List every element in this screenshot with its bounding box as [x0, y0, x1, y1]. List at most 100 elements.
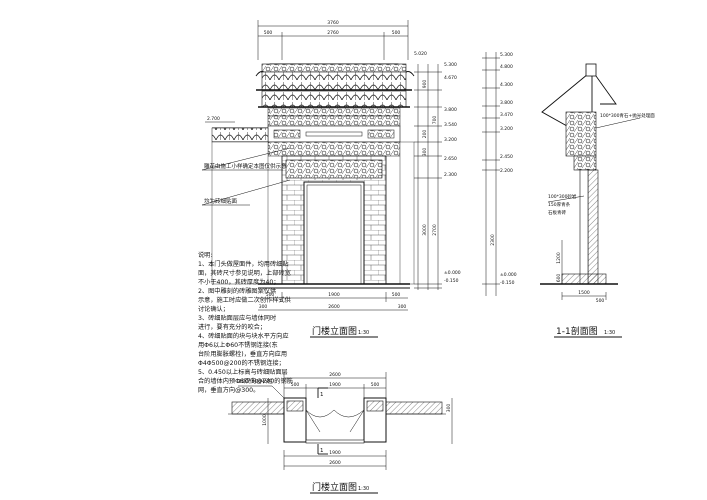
elevation-right-dimensions: 5.300 4.670 3.800 3.540 3.200 2.650 2.30… — [414, 62, 461, 290]
plan-cut-markers: 1 1 — [317, 387, 328, 455]
elevation-bottom-dimensions: 500 1900 500 2600 300 300 — [258, 292, 408, 311]
elev-level-3: 3.800 — [444, 107, 457, 113]
elev-dim-r6: 2700 — [432, 224, 438, 236]
elev-level-4: 3.540 — [444, 122, 457, 128]
elev-dim-right: 500 — [392, 30, 401, 36]
section-drawing: 5.300 4.800 4.300 3.800 3.470 3.200 2.45… — [482, 52, 655, 338]
notes-block: 说明: 1、本门头做屋面件，均用砖细贴 面，其砖尺寸参见说明，上部砖宽 不小于4… — [198, 251, 293, 394]
section-wall — [540, 63, 618, 285]
plan-top-2: 500 — [291, 382, 300, 388]
elev-dim-r1: 3000 — [422, 224, 428, 236]
elev-dim-left: 500 — [264, 30, 273, 36]
plan-side-1: 1000 — [262, 414, 268, 426]
section-callout-beam: 100*300青石+抛光处理面 — [600, 112, 655, 119]
plan-bottom-2: 2600 — [329, 460, 341, 466]
elev-tick-marks — [414, 71, 442, 289]
elev-dim-r5: 700 — [432, 116, 438, 125]
elevation-title: 门楼立面图 — [312, 325, 357, 337]
sect-level-8: 2.200 — [500, 168, 513, 174]
elev-level-7: 2.300 — [444, 172, 457, 178]
sect-level-2: 4.800 — [500, 64, 513, 70]
section-callout-1: 100*300砂岩 — [548, 193, 577, 200]
plan-bottom-dimensions: 1900 2600 — [283, 450, 387, 470]
callout-brick-facing: 均为砖细贴面 — [204, 197, 238, 205]
section-callout-2: 150厚青条 — [548, 201, 571, 208]
elevation-scale: 1:30 — [358, 330, 369, 336]
elev-left-level: 2.700 — [207, 116, 220, 122]
plan-column-label: 200*300石柱 — [238, 377, 273, 385]
notes-line-4: 2、图中雕刻的砖雕图案仅供 — [198, 287, 276, 295]
notes-line-13: 5、0.450以上标高与砖细贴面层 — [198, 368, 288, 376]
elev-b6: 300 — [398, 304, 407, 310]
sect-bottom-1: 1500 — [578, 290, 590, 296]
sect-level-7: 2.450 — [500, 154, 513, 160]
elev-dim-overall: 3760 — [327, 20, 339, 26]
sect-level-5: 3.470 — [500, 112, 513, 118]
elev-level-5: 3.200 — [444, 137, 457, 143]
plan-top-3: 1900 — [329, 382, 341, 388]
sect-level-4: 3.800 — [500, 100, 513, 106]
sect-side-2: 600 — [556, 274, 562, 283]
plan-scale: 1:30 — [358, 486, 369, 492]
plan-title: 门楼立面图 — [312, 481, 357, 493]
notes-line-2: 面，其砖尺寸参见说明，上部砖宽 — [198, 269, 291, 277]
section-tick-marks — [482, 57, 500, 285]
elevation-drawing: 3760 2760 500 500 5.020 — [201, 20, 461, 338]
elev-dim-r2: 900 — [422, 80, 428, 89]
sect-level-9: ±0.000 — [500, 272, 517, 278]
sect-level-1: 5.300 — [500, 52, 513, 58]
notes-line-14: 合的墙体内预Φ6双向@200的钢筋 — [198, 377, 293, 385]
elevation-side-wall-roof: 2.700 — [205, 116, 415, 285]
notes-heading: 说明: — [198, 251, 212, 259]
elevation-title-block: 门楼立面图 1:30 — [310, 325, 378, 338]
sect-level-6: 3.200 — [500, 126, 513, 132]
elev-level-1: 5.300 — [444, 62, 457, 68]
elev-dim-r4: 300 — [422, 148, 428, 157]
notes-line-8: 进行，要有充分的咬合； — [198, 323, 266, 331]
plan-side-2: 300 — [446, 404, 452, 413]
elev-level-8: ±0.000 — [444, 270, 461, 276]
elev-b5: 300 — [259, 304, 268, 310]
callout-carving: 雕花由施工小样确定本图仅供示意 — [204, 162, 287, 170]
elev-level-6: 2.650 — [444, 156, 457, 162]
elev-b3: 500 — [392, 292, 401, 298]
plan-title-block: 门楼立面图 1:30 — [310, 481, 378, 494]
section-scale: 1:30 — [604, 330, 615, 336]
elevation-roof — [255, 63, 415, 157]
notes-line-6: 讨论确认； — [198, 305, 229, 313]
notes-line-9: 4、砖细贴面的块与块水平方向应 — [198, 332, 289, 340]
section-side-dimensions: 1200 600 2300 — [490, 234, 563, 284]
plan-drawing: 2600 500 1900 500 200*300石柱 1 — [228, 372, 453, 494]
notes-line-10: 用Φ6以上Φ60不锈钢连接(东 — [198, 341, 278, 349]
sect-level-3: 4.300 — [500, 82, 513, 88]
plan-walls — [228, 397, 446, 444]
elev-b2: 1900 — [328, 292, 340, 298]
elev-dim-r3: 200 — [422, 130, 428, 139]
notes-line-3: 不小于400，其砖厚度为40； — [198, 278, 280, 286]
elevation-gate-body — [258, 155, 410, 289]
section-title: 1-1剖面图 — [556, 325, 598, 337]
notes-line-7: 3、砖细贴面层应与墙体同时 — [198, 314, 276, 322]
sect-level-10: -0.150 — [500, 280, 515, 286]
elev-level-9: -0.150 — [444, 278, 459, 284]
elev-top-level: 5.020 — [414, 51, 427, 57]
section-title-block: 1-1剖面图 1:30 — [554, 325, 622, 338]
notes-line-12: Φ4Φ500@200的不锈钢连接； — [198, 359, 285, 367]
elev-level-2: 4.670 — [444, 75, 457, 81]
elevation-callouts: 雕花由施工小样确定本图仅供示意 均为砖细贴面 — [201, 147, 291, 206]
plan-top-1: 2600 — [329, 372, 341, 378]
section-callout-3: 石板青砖 — [548, 209, 566, 216]
elevation-top-dimensions: 3760 2760 500 500 5.020 — [257, 20, 427, 60]
elev-b4: 2600 — [328, 304, 340, 310]
plan-top-4: 500 — [371, 382, 380, 388]
notes-line-1: 1、本门头做屋面件，均用砖细贴 — [198, 260, 289, 268]
sect-side-1: 1200 — [556, 252, 562, 264]
plan-cut-mark-top: 1 — [320, 392, 324, 398]
sect-bottom-2: 500 — [596, 298, 605, 304]
plan-cut-mark-bottom: 1 — [320, 448, 324, 454]
notes-line-5: 示意，施工时应做二次创作样式供 — [198, 296, 291, 304]
section-bottom-dimensions: 1500 500 — [561, 290, 607, 304]
elev-dim-inner: 2760 — [327, 30, 339, 36]
notes-line-15: 网，垂直方向@300。 — [198, 386, 259, 394]
